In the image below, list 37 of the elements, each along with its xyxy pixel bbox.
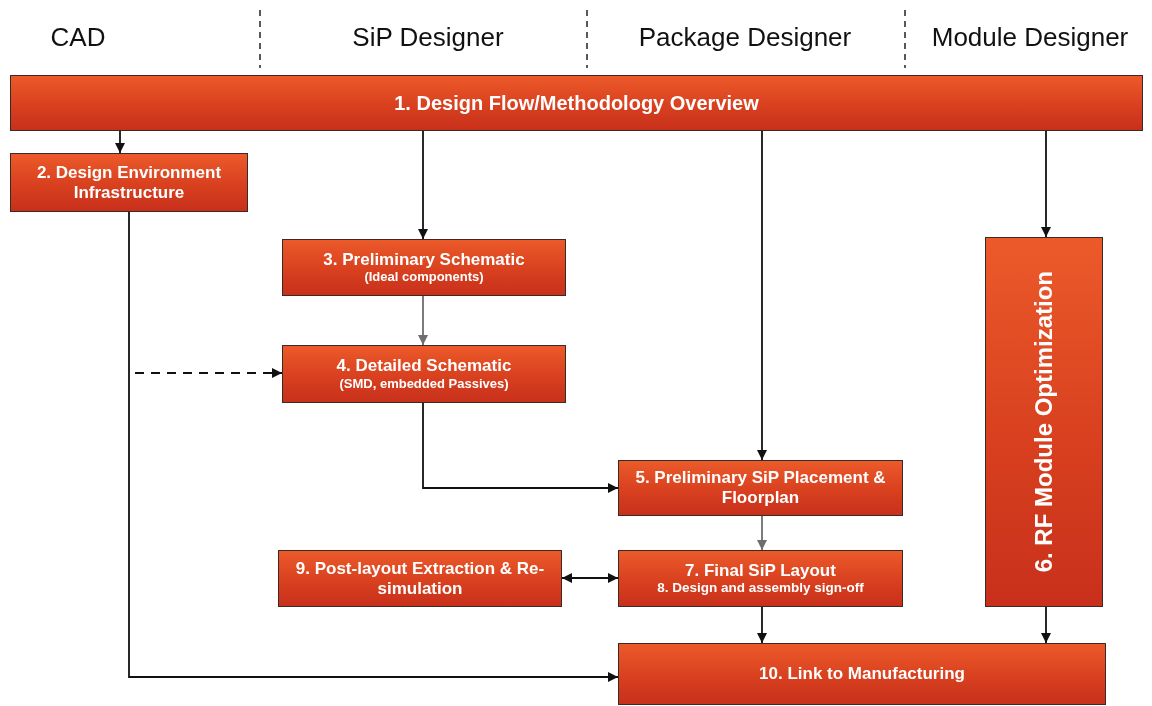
box-title: 5. Preliminary SiP Placement & Floorplan	[634, 468, 887, 508]
arrow	[1041, 130, 1051, 238]
process-box	[618, 643, 1106, 705]
process-box	[282, 239, 566, 296]
box-title: 6. RF Module Optimization	[1030, 271, 1058, 573]
box-title: 10. Link to Manufacturing	[759, 664, 965, 684]
column-header: Module Designer	[931, 22, 1129, 53]
process-box	[10, 153, 248, 212]
box-subtitle: (Ideal components)	[364, 269, 484, 286]
arrow	[561, 573, 619, 583]
box-title: 2. Design Environment Infrastructure	[35, 162, 223, 203]
column-header: Package Designer	[638, 22, 852, 53]
process-box	[985, 237, 1103, 607]
process-box	[278, 550, 562, 607]
box-subtitle: 8. Design and assembly sign-off	[657, 580, 864, 597]
box-title: 7. Final SiP Layout	[685, 560, 836, 581]
arrow	[128, 211, 619, 682]
box-title: 1. Design Flow/Methodology Overview	[394, 91, 759, 115]
arrow	[422, 402, 619, 493]
arrow	[1041, 606, 1051, 644]
arrow	[757, 515, 767, 551]
column-header: SiP Designer	[352, 22, 504, 53]
arrow	[757, 606, 767, 644]
arrow	[418, 295, 428, 346]
arrow	[418, 130, 428, 240]
box-subtitle: (SMD, embedded Passives)	[339, 375, 509, 392]
arrow	[757, 130, 767, 461]
column-header: CAD	[50, 22, 106, 53]
arrow	[134, 368, 283, 378]
arrow	[115, 130, 125, 154]
process-box	[618, 550, 903, 607]
process-box	[618, 460, 903, 516]
box-title: 4. Detailed Schematic	[336, 356, 512, 376]
box-title: 3. Preliminary Schematic	[323, 249, 525, 270]
header-band	[10, 75, 1143, 131]
box-title: 9. Post-layout Extraction & Re-simulation	[294, 558, 546, 599]
process-box	[282, 345, 566, 403]
